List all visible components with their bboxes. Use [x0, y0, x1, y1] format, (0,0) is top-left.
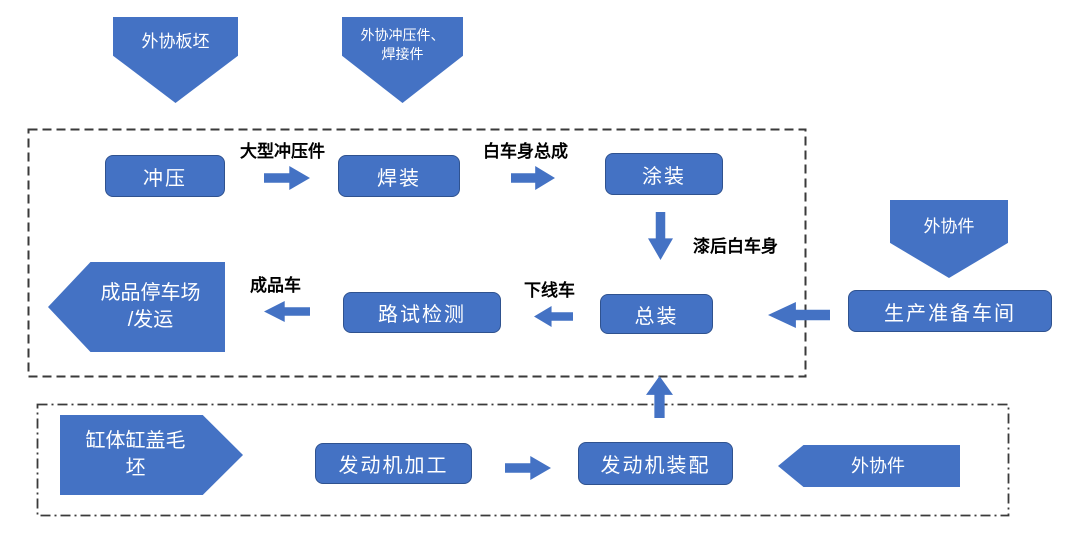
output-parking-label-line1: 成品停车场 [100, 282, 201, 304]
input-stamping-welding-pentagon: 外协冲压件、 焊接件 [342, 17, 463, 103]
vehicle-plant-boundary [27, 128, 807, 378]
process-engine-machining: 发动机加工 [315, 443, 472, 484]
input-stamping-welding-label-line1: 外协冲压件、 [360, 27, 445, 43]
process-prep-workshop: 生产准备车间 [848, 290, 1052, 332]
outsourced-parts-bottom-label: 外协件 [851, 455, 905, 476]
flow-label-offline-car: 下线车 [524, 281, 575, 300]
output-parking-label-line2: /发运 [127, 309, 174, 331]
flow-label-body-in-white: 白车身总成 [483, 142, 568, 161]
output-parking-pentagon: 成品停车场 /发运 [48, 262, 225, 352]
input-slab-pentagon: 外协板坯 [113, 17, 238, 103]
input-outsourced-parts-bottom-pentagon: 外协件 [778, 445, 960, 487]
input-outsourced-parts-top-pentagon: 外协件 [890, 200, 1008, 278]
process-stamping: 冲压 [105, 155, 225, 197]
process-welding: 焊装 [338, 155, 460, 197]
outsourced-parts-top-label: 外协件 [923, 217, 975, 236]
input-engine-blank-pentagon: 缸体缸盖毛 坯 [60, 415, 243, 495]
engine-blank-label-line2: 坯 [125, 457, 146, 479]
process-final-assembly: 总装 [600, 294, 713, 334]
process-engine-assembly: 发动机装配 [578, 442, 733, 485]
input-stamping-welding-label-line2: 焊接件 [381, 45, 424, 62]
process-road-test: 路试检测 [343, 292, 501, 333]
input-slab-label: 外协板坯 [141, 32, 210, 51]
process-painting: 涂装 [605, 153, 723, 195]
engine-plant-boundary [36, 403, 1010, 517]
engine-blank-label-line1: 缸体缸盖毛 [85, 430, 186, 452]
flow-label-large-stampings: 大型冲压件 [240, 142, 325, 161]
flow-label-painted-body: 漆后白车身 [693, 237, 778, 256]
flow-label-finished-car: 成品车 [250, 276, 301, 295]
